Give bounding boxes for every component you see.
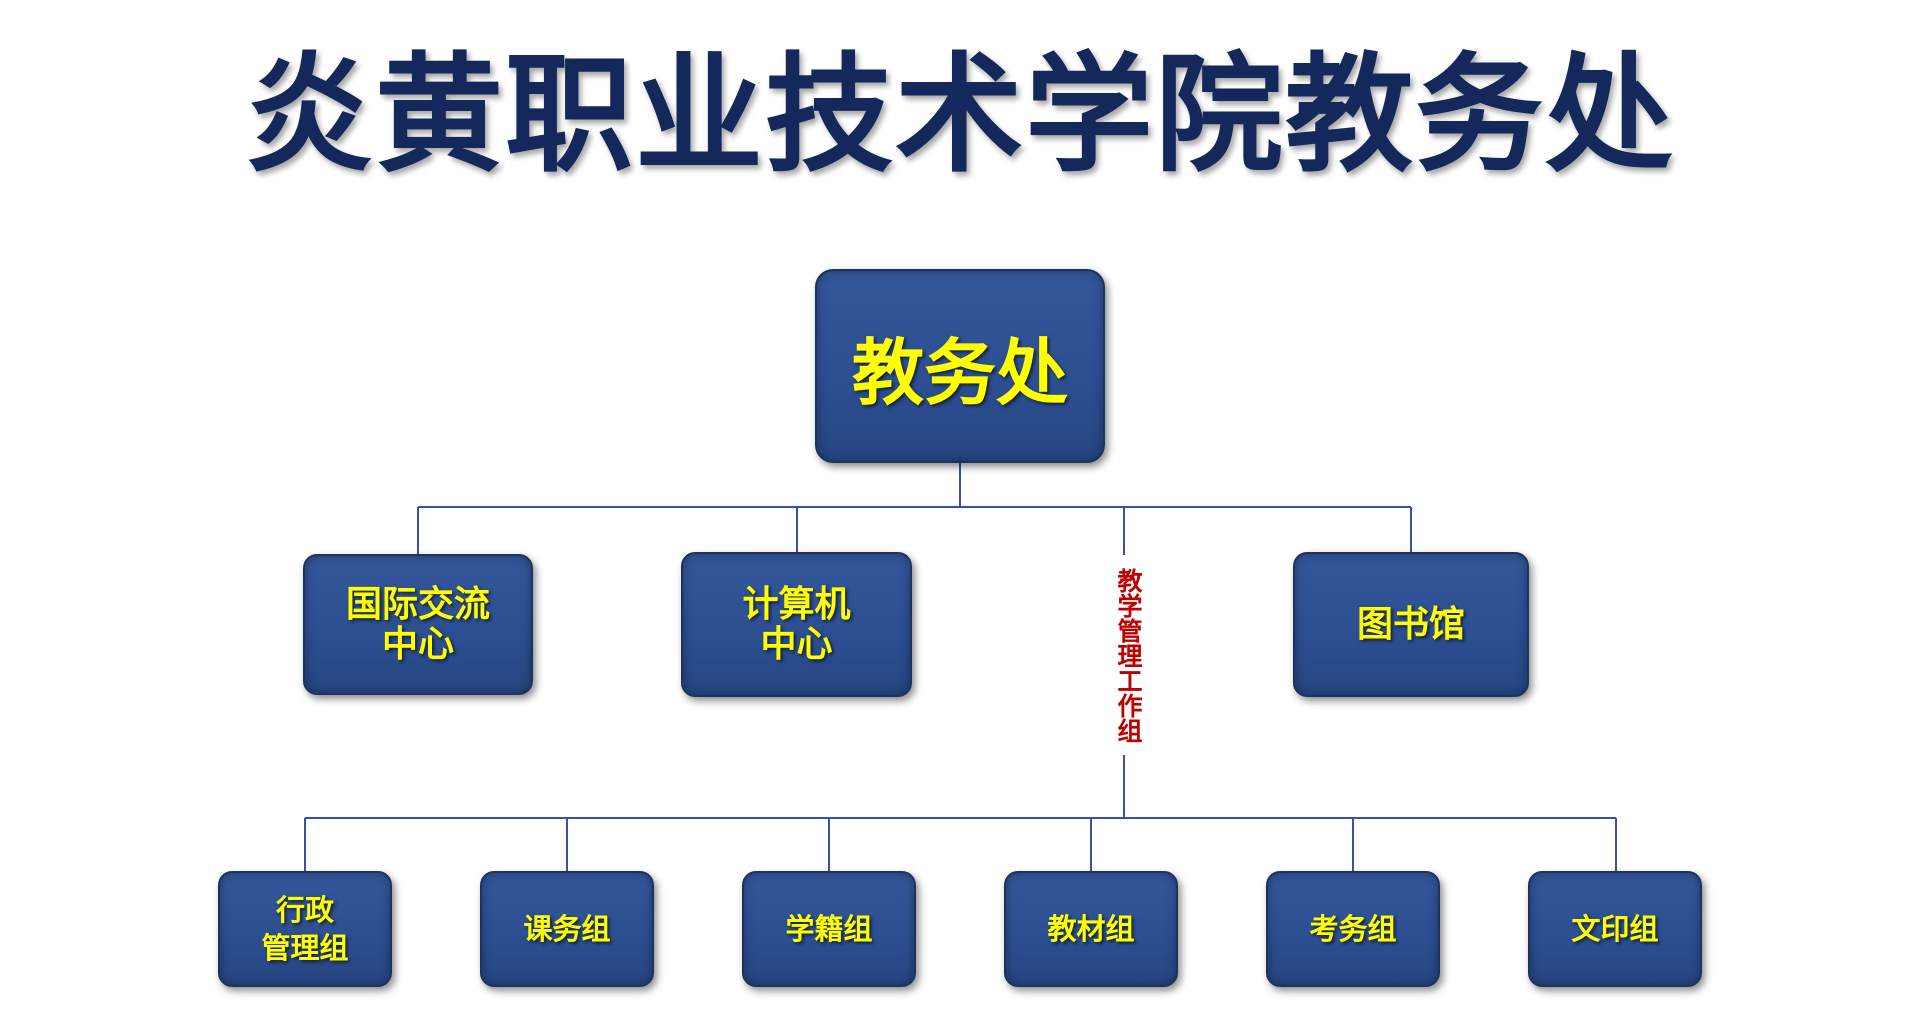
teaching-management-group-label: 教学管理工作组 — [1104, 555, 1143, 755]
node-international-exchange-center: 国际交流 中心 — [303, 554, 533, 695]
node-label: 教务处 — [851, 330, 1068, 415]
node-library: 图书馆 — [1293, 552, 1529, 697]
node-label: 计算机 中心 — [742, 583, 851, 665]
node-computer-center: 计算机 中心 — [681, 552, 912, 697]
node-label: 国际交流 中心 — [345, 583, 490, 665]
node-label: 课务组 — [523, 912, 611, 946]
node-label: 学籍组 — [785, 912, 873, 946]
node-administration-group: 行政 管理组 — [218, 871, 392, 987]
node-label: 教材组 — [1047, 912, 1135, 946]
node-root-academic-affairs: 教务处 — [815, 269, 1105, 463]
node-course-group: 课务组 — [480, 871, 654, 987]
node-textbook-group: 教材组 — [1004, 871, 1178, 987]
node-label: 考务组 — [1309, 912, 1397, 946]
node-registry-group: 学籍组 — [742, 871, 916, 987]
node-printing-group: 文印组 — [1528, 871, 1702, 987]
node-label: 行政 管理组 — [261, 893, 349, 965]
node-exam-group: 考务组 — [1266, 871, 1440, 987]
node-label: 文印组 — [1571, 912, 1659, 946]
node-label: 图书馆 — [1356, 603, 1465, 645]
page-title: 炎黄职业技术学院教务处 — [244, 40, 1675, 190]
